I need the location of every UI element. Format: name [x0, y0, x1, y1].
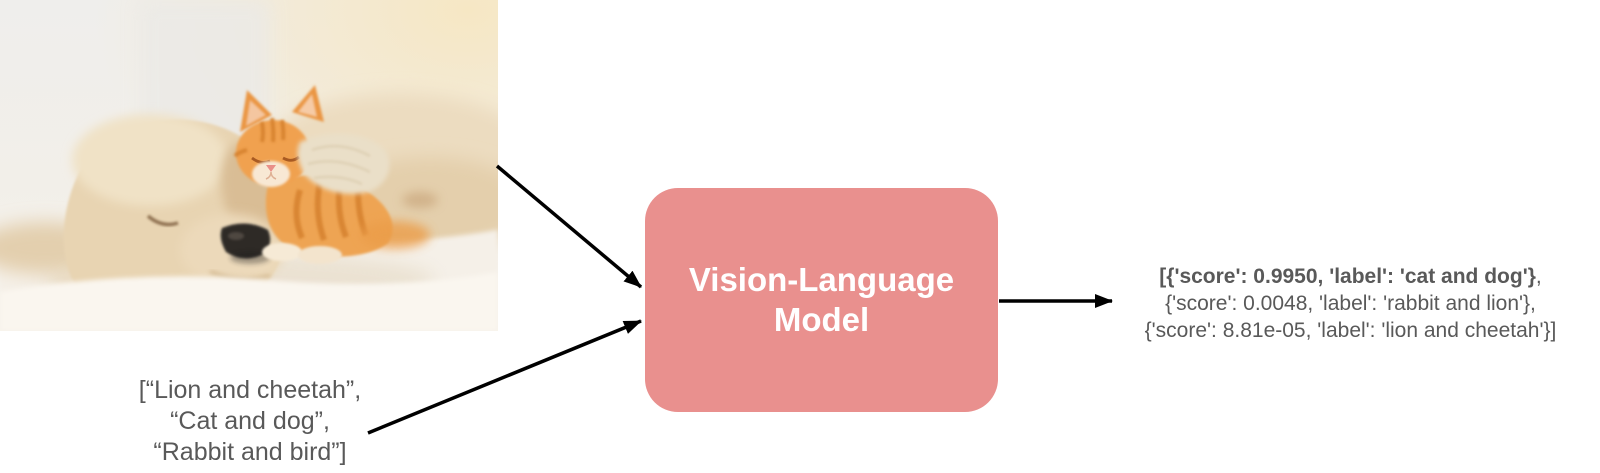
candidate-label-line: “Rabbit and bird”]: [153, 438, 347, 466]
text-to-model-arrow: [367, 319, 642, 435]
output-score-top-result: [{'score': 0.9950, 'label': 'cat and dog…: [1159, 265, 1536, 288]
candidate-label-line: “Cat and dog”,: [170, 407, 330, 435]
output-scores-text: [{'score': 0.9950, 'label': 'cat and dog…: [1098, 263, 1600, 344]
candidate-labels-text: [“Lion and cheetah”, “Cat and dog”, “Rab…: [95, 375, 405, 468]
pet-photo: [0, 0, 498, 331]
candidate-label-line: [“Lion and cheetah”,: [138, 376, 362, 404]
model-box-label-line2: Model: [773, 301, 870, 338]
model-box-label-line1: Vision-Language: [688, 261, 955, 298]
output-score-line1-tail: ,: [1535, 265, 1542, 288]
image-to-model-arrow: [495, 164, 643, 289]
output-score-line-2: {'score': 0.0048, 'label': 'rabbit and l…: [1165, 292, 1536, 315]
output-score-line-3: {'score': 8.81e-05, 'label': 'lion and c…: [1144, 319, 1557, 342]
pet-photo-illustration: [0, 0, 498, 331]
output-score-line-1: [{'score': 0.9950, 'label': 'cat and dog…: [1098, 263, 1600, 290]
model-box: Vision-Language Model: [645, 188, 998, 412]
